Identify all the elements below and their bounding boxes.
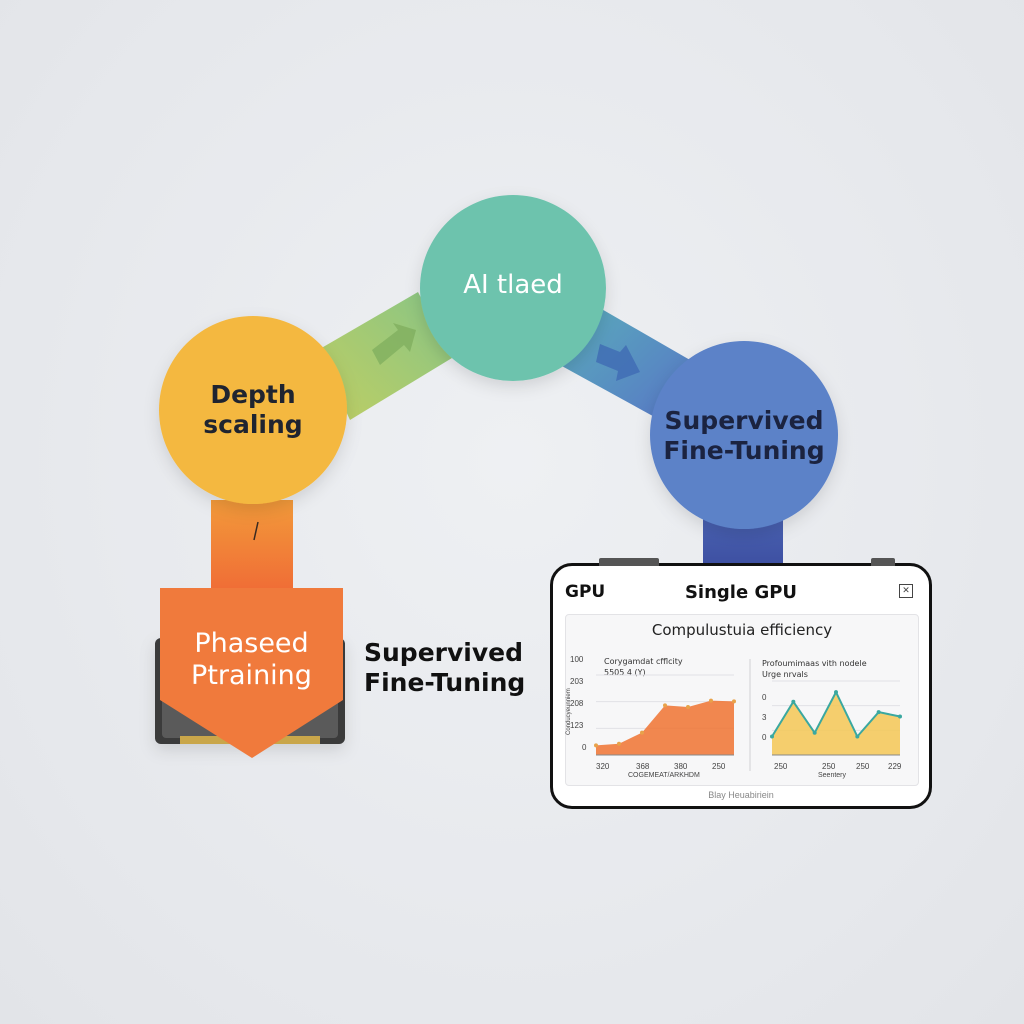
ai-label: AI tlaed bbox=[463, 270, 563, 300]
left-xtick: 380 bbox=[674, 762, 688, 771]
data-point bbox=[732, 699, 736, 704]
depth-line2: scaling bbox=[203, 410, 303, 439]
right-xtick: 250 bbox=[822, 762, 836, 771]
right-ytick: 0 bbox=[762, 733, 767, 742]
left-chart-caption2: 5505 4 (Y) bbox=[604, 668, 646, 677]
panel-gpu-label: GPU bbox=[565, 582, 606, 602]
panel-title: Single GPU bbox=[684, 582, 798, 603]
left-ytick: 0 bbox=[582, 743, 587, 752]
right-xtick: 250 bbox=[856, 762, 870, 771]
data-point bbox=[663, 703, 667, 708]
connector-tick bbox=[253, 521, 259, 541]
data-point bbox=[640, 730, 644, 735]
data-point bbox=[686, 705, 690, 709]
arrow-right-icon bbox=[372, 323, 416, 365]
right-xtick: 229 bbox=[888, 762, 902, 771]
sft-line2: Fine-Tuning bbox=[663, 436, 825, 465]
left-ytick: 208 bbox=[570, 699, 584, 708]
node-ai-tlaed bbox=[420, 195, 606, 381]
data-point bbox=[898, 714, 902, 719]
left-xtick: 368 bbox=[636, 762, 650, 771]
left-xlabel: COGEMEAT/ARKHDM bbox=[628, 772, 700, 779]
right-ytick: 0 bbox=[762, 693, 767, 702]
connector-depth-to-phased bbox=[211, 500, 293, 592]
data-point bbox=[876, 710, 881, 715]
node-sft bbox=[650, 341, 838, 529]
left-xtick: 250 bbox=[712, 762, 726, 771]
phased-line1: Phaseed bbox=[194, 628, 309, 659]
area-series-0 bbox=[596, 700, 734, 755]
data-point bbox=[834, 690, 838, 695]
left-ytick: 203 bbox=[570, 677, 584, 686]
right-chart-caption1: Profoumimaas vith nodele bbox=[762, 659, 867, 668]
node-ai-tlaed-label: AI tlaed bbox=[423, 270, 603, 301]
phased-line2: Ptraining bbox=[191, 660, 312, 692]
side-label-line1: Supervived bbox=[364, 638, 523, 667]
data-point bbox=[709, 698, 713, 703]
node-phased-pretraining bbox=[160, 588, 343, 758]
data-point bbox=[617, 741, 621, 746]
depth-line1: Depth bbox=[210, 380, 296, 409]
data-point bbox=[594, 743, 598, 748]
node-depth-scaling bbox=[159, 316, 347, 504]
sft-line1: Supervived bbox=[664, 406, 824, 435]
left-xtick: 320 bbox=[596, 762, 610, 771]
efficiency-title: Compulustuia efficiency bbox=[651, 621, 833, 639]
panel-tab-right bbox=[871, 558, 895, 566]
right-xtick: 250 bbox=[774, 762, 788, 771]
right-xlabel: Seentery bbox=[818, 772, 847, 779]
mini-charts bbox=[594, 659, 902, 771]
side-label-sft: Supervived Fine-Tuning bbox=[364, 638, 525, 697]
close-icon[interactable]: ✕ bbox=[899, 584, 913, 598]
gpu-panel: GPU Single GPU ✕ Compulustuia efficiency… bbox=[550, 558, 932, 809]
left-ytick: 123 bbox=[570, 721, 584, 730]
data-point bbox=[791, 699, 796, 704]
left-ytick: 100 bbox=[570, 655, 584, 664]
side-label-line2: Fine-Tuning bbox=[364, 667, 526, 697]
node-sft-label: Supervived Fine-Tuning bbox=[650, 406, 838, 466]
data-point bbox=[855, 734, 860, 739]
arrow-right-icon bbox=[596, 344, 640, 381]
node-phased-label: Phaseed Ptraining bbox=[160, 628, 343, 693]
right-chart-caption2: Urge nrvals bbox=[762, 670, 808, 679]
right-ytick: 3 bbox=[762, 713, 767, 722]
panel-tab-left bbox=[599, 558, 659, 566]
data-point bbox=[770, 734, 774, 739]
node-depth-scaling-label: Depth scaling bbox=[163, 380, 343, 440]
panel-footer: Blay Heuabiriein bbox=[708, 790, 774, 800]
efficiency-card: Compulustuia efficiency Corygamdat cfflc… bbox=[565, 614, 919, 786]
data-point bbox=[812, 730, 817, 735]
left-chart-caption1: Corygamdat cfflcity bbox=[604, 657, 683, 666]
area-series-1 bbox=[772, 692, 900, 755]
